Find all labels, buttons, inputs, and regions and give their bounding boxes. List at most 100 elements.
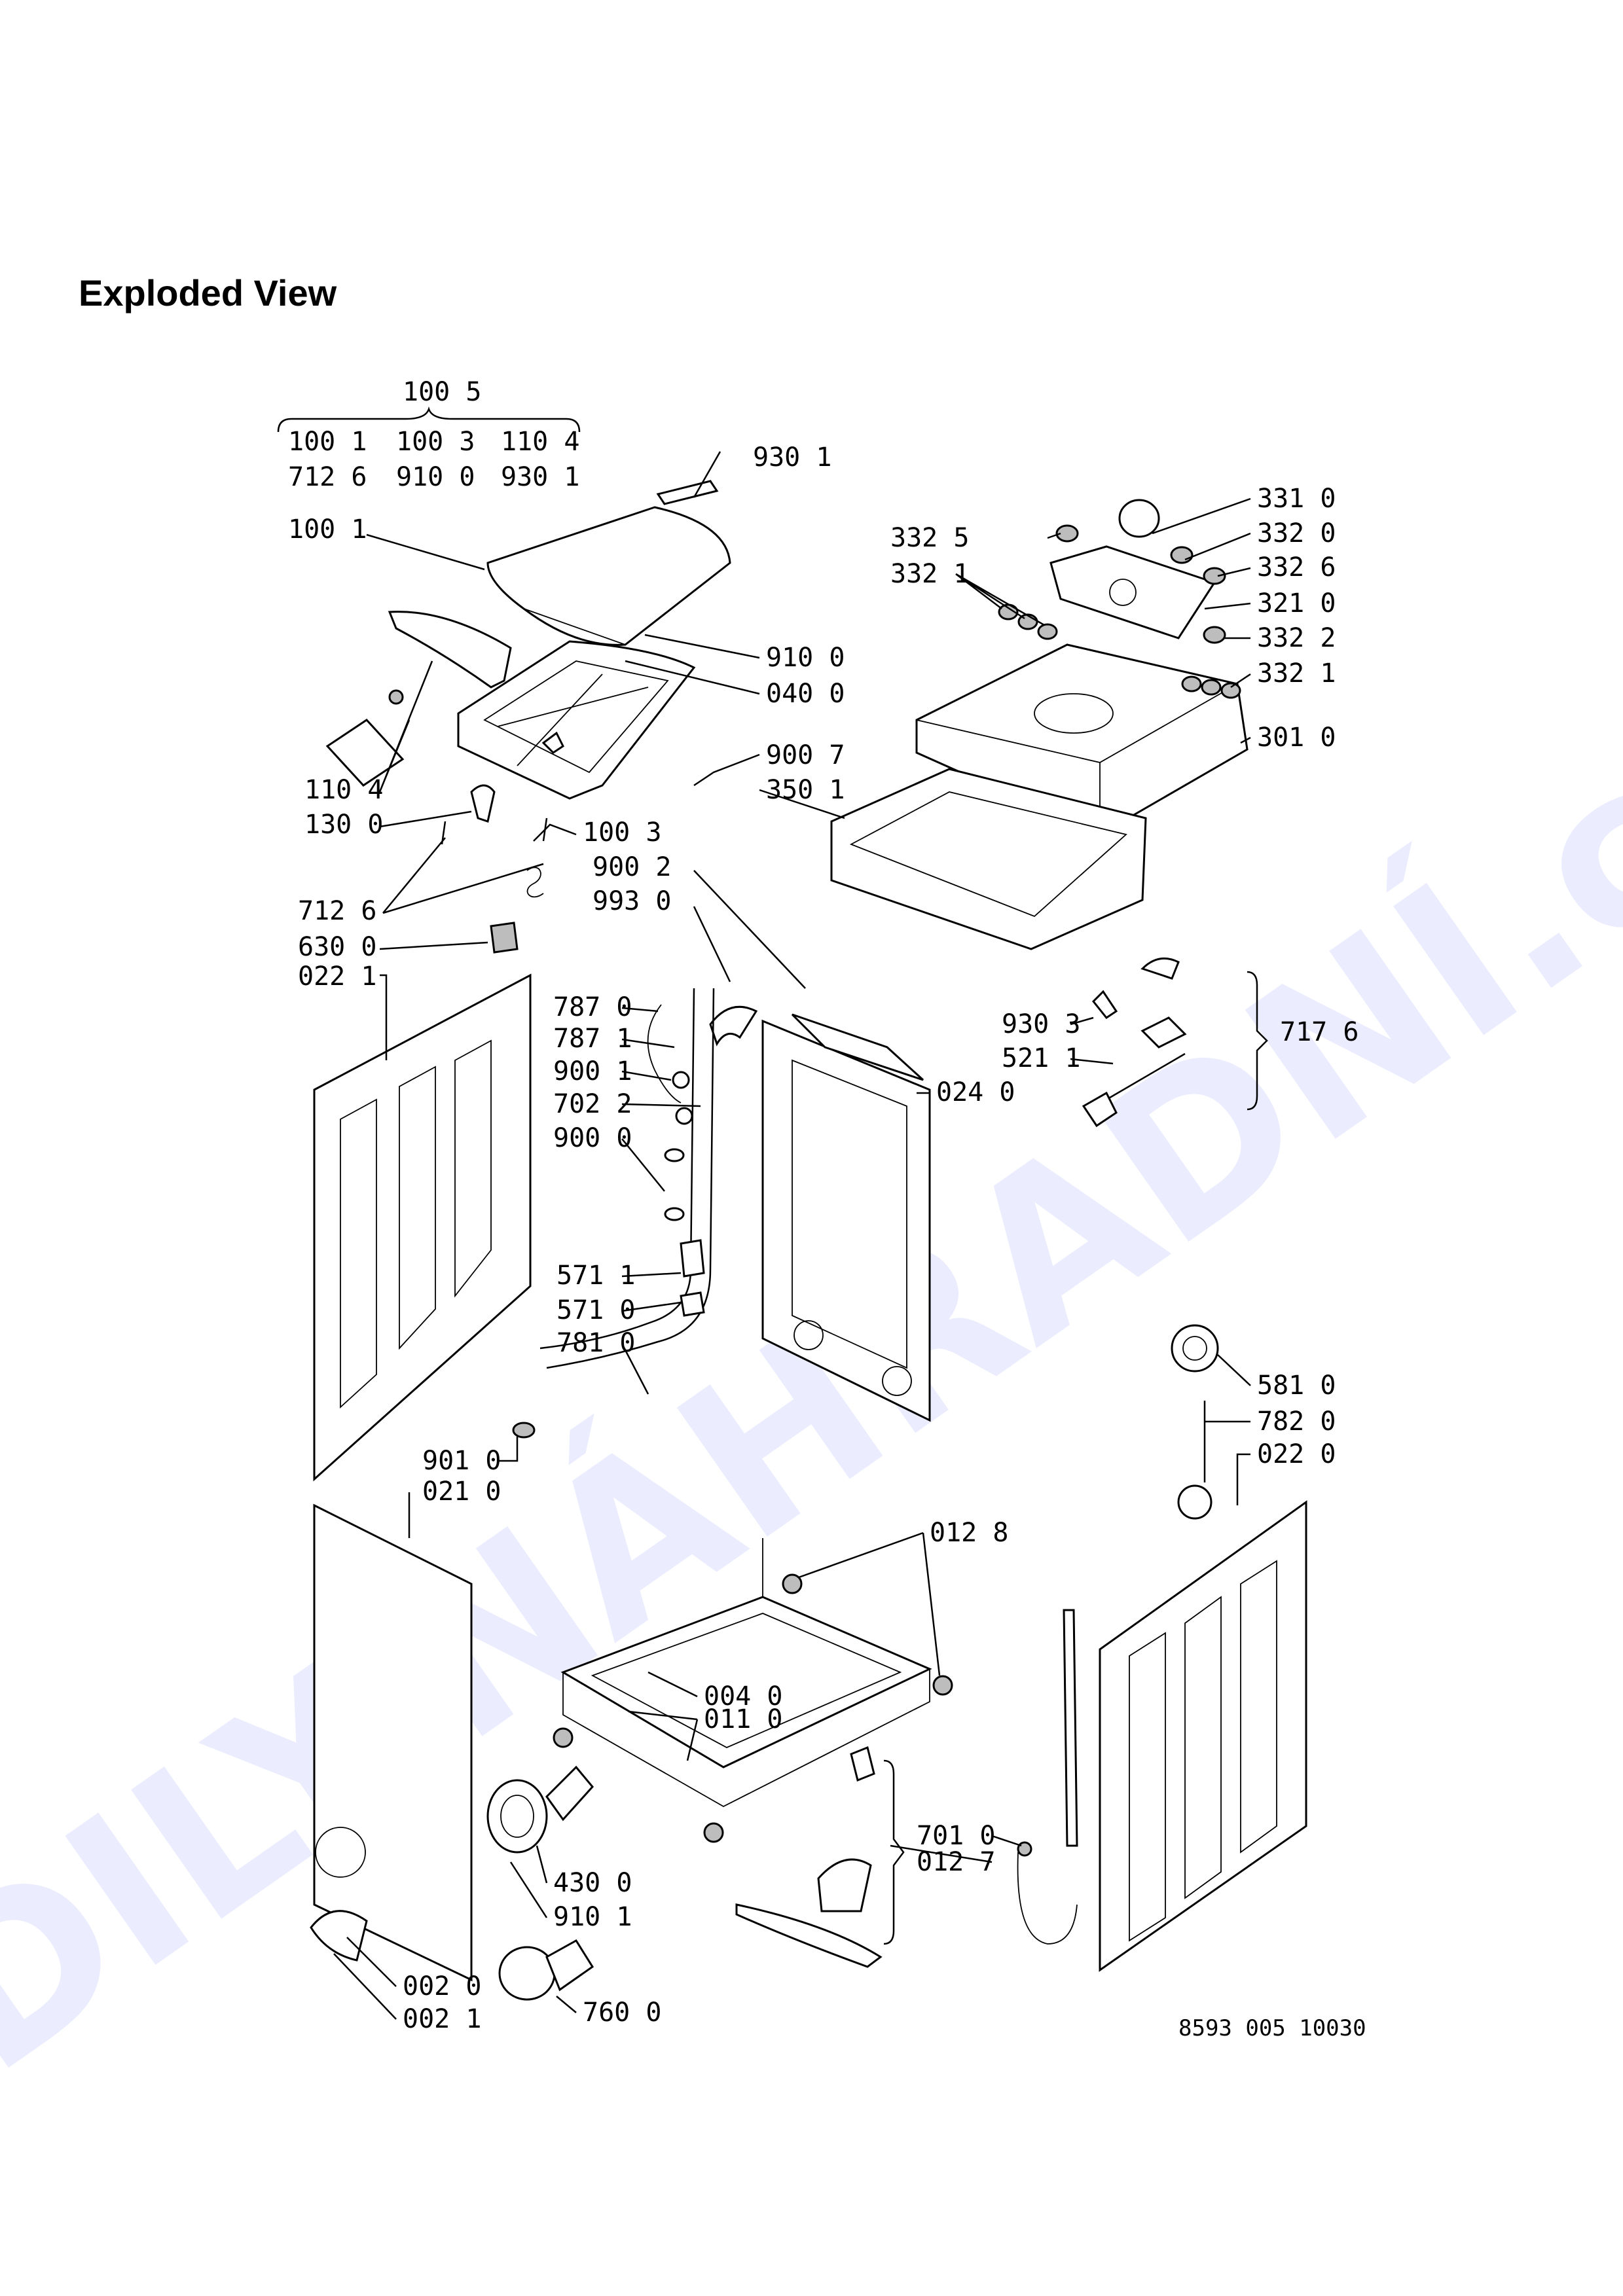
main-knob-part [1118, 499, 1160, 538]
part-label: 900 1 [553, 1056, 632, 1086]
pressure-switch-part [680, 1239, 705, 1278]
front-left-panel-part [313, 1503, 473, 1982]
part-label: 782 0 [1257, 1407, 1336, 1437]
part-label: 301 0 [1257, 723, 1336, 753]
page-title: Exploded View [79, 272, 337, 314]
clamp-part [672, 1071, 690, 1089]
screw-part [388, 689, 404, 705]
part-label: 012 8 [930, 1518, 1008, 1548]
clamp-part [675, 1107, 693, 1125]
shock-absorber-part [1063, 1609, 1078, 1847]
part-label: 012 7 [917, 1847, 995, 1877]
electronic-module-part [830, 768, 1147, 950]
part-label: 040 0 [766, 679, 845, 709]
part-label: 787 1 [553, 1024, 632, 1054]
part-label: 350 1 [766, 775, 845, 805]
seal-part [1177, 1484, 1213, 1520]
inlet-hose-part [1017, 1852, 1078, 1945]
part-label: 787 0 [553, 992, 632, 1022]
lid-frame-part [457, 640, 696, 800]
ring-part [664, 1207, 685, 1221]
part-label: 900 0 [553, 1123, 632, 1153]
lock-cap-part [1140, 957, 1180, 980]
left-side-panel-part [313, 973, 532, 1482]
filter-part [498, 1939, 594, 2001]
part-label: 332 1 [1257, 658, 1336, 689]
bracket-part [490, 922, 519, 954]
part-label: 760 0 [583, 1998, 661, 2028]
part-label: 930 3 [1002, 1009, 1080, 1039]
spring-part [526, 867, 544, 898]
inlet-part [817, 1858, 872, 1912]
ring-part [664, 1148, 685, 1162]
knob-part [1203, 567, 1226, 585]
part-label: 110 4 [304, 775, 383, 805]
part-label: 910 1 [553, 1902, 632, 1932]
part-label: 900 7 [766, 740, 845, 770]
part-label: 002 1 [403, 2004, 481, 2034]
part-label: 130 0 [304, 810, 383, 840]
part-label: 430 0 [553, 1868, 632, 1898]
part-label: 332 2 [1257, 623, 1336, 653]
part-label: 024 0 [936, 1077, 1015, 1107]
part-label: 900 2 [593, 852, 671, 882]
hinge-part [325, 719, 405, 787]
handle-part [388, 611, 512, 689]
part-label: 717 6 [1280, 1017, 1359, 1047]
button-part [1220, 682, 1241, 699]
drain-hose-part [546, 988, 715, 1369]
part-label: 993 0 [593, 886, 671, 916]
pump-part [486, 1765, 594, 1854]
pump-cover-part [310, 1910, 368, 1962]
part-label: 332 6 [1257, 552, 1336, 583]
part-label: 332 0 [1257, 518, 1336, 548]
kit-header-label: 100 5 [403, 377, 481, 407]
part-label: 004 0 [704, 1681, 782, 1712]
part-label: 930 1 [753, 442, 831, 473]
part-label: 630 0 [298, 932, 376, 962]
foot-part [553, 1727, 574, 1748]
foot-part [932, 1675, 953, 1696]
foot-part [703, 1822, 724, 1843]
foot-part [782, 1573, 803, 1594]
display-panel-part [1049, 545, 1216, 639]
drawing-number: 8593 005 10030 [1178, 2015, 1366, 2041]
kit-item: 100 1 [288, 427, 367, 457]
part-label: 022 1 [298, 961, 376, 992]
part-label: 521 1 [1002, 1043, 1080, 1073]
drain-tray-part [735, 1903, 883, 1968]
hose-part [647, 1004, 682, 1103]
kit-item: 110 4 [501, 427, 579, 457]
kit-item: 930 1 [501, 462, 579, 492]
part-label: 581 0 [1257, 1371, 1336, 1401]
inlet-brace [883, 1759, 905, 1945]
part-label: 332 5 [890, 523, 969, 553]
lock-body-part [1140, 1016, 1187, 1049]
lock-base-part [1082, 1091, 1118, 1128]
hose-elbow-part [709, 1005, 758, 1047]
lid-strip-part [656, 480, 719, 505]
lock-pin-part [1091, 990, 1118, 1020]
leader-lines [333, 451, 1251, 2020]
button-part [1037, 623, 1058, 640]
part-label: 701 0 [917, 1821, 995, 1851]
watermark-text: ©DILY-NÁHRADNÍ.cz [0, 642, 1623, 2245]
motor-pulley-part [1182, 1336, 1207, 1361]
part-label: 332 1 [890, 559, 969, 589]
kit-item: 712 6 [288, 462, 367, 492]
part-label: 781 0 [556, 1328, 635, 1358]
kit-item: 100 3 [396, 427, 475, 457]
part-label: 901 0 [422, 1446, 501, 1476]
knob-part [1170, 546, 1194, 564]
right-side-panel-part [1099, 1500, 1307, 1972]
part-label: 571 1 [556, 1261, 635, 1291]
part-label: 571 0 [556, 1295, 635, 1325]
lock-brace [1247, 971, 1268, 1111]
part-label: 002 0 [403, 1971, 481, 2001]
valve-part [1017, 1841, 1032, 1857]
button-part [1181, 675, 1202, 692]
lid-part [486, 506, 731, 646]
part-label: 331 0 [1257, 484, 1336, 514]
part-label: 021 0 [422, 1477, 501, 1507]
